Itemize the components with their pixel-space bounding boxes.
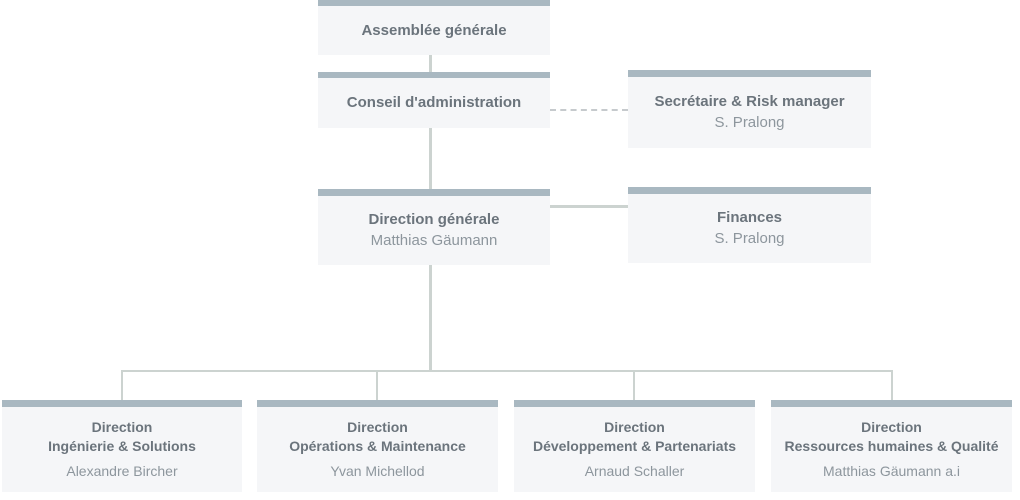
- node-title-line1: Direction: [861, 419, 922, 435]
- node-title-line1: Direction: [347, 419, 408, 435]
- org-node-assemblee-generale: Assemblée générale: [318, 0, 550, 55]
- node-title-line1: Direction: [604, 419, 665, 435]
- org-node-direction-ingenierie: Direction Ingénierie & Solutions Alexand…: [2, 400, 242, 492]
- node-person-name: Matthias Gäumann: [370, 232, 498, 249]
- connector-assemblee-conseil: [429, 55, 432, 72]
- node-title: Direction générale: [368, 211, 500, 228]
- node-top-bar: [257, 400, 498, 407]
- node-title-line2: Ingénierie & Solutions: [48, 438, 196, 454]
- node-person-name: Yvan Michellod: [330, 463, 425, 479]
- node-top-bar: [2, 400, 242, 407]
- connector-stub-rh: [891, 370, 893, 400]
- org-node-direction-developpement: Direction Développement & Partenariats A…: [514, 400, 755, 492]
- node-title-line1: Direction: [91, 419, 153, 435]
- node-person-name: S. Pralong: [714, 114, 785, 131]
- org-node-direction-rh: Direction Ressources humaines & Qualité …: [771, 400, 1012, 492]
- node-top-bar: [628, 187, 871, 194]
- org-node-direction-generale: Direction générale Matthias Gäumann: [318, 189, 550, 265]
- node-person-name: S. Pralong: [714, 230, 785, 247]
- connector-horizontal-bus: [121, 370, 893, 372]
- node-top-bar: [318, 189, 550, 196]
- org-node-finances: Finances S. Pralong: [628, 187, 871, 263]
- node-title-line2: Opérations & Maintenance: [289, 438, 466, 454]
- connector-conseil-secretaire-dashed: [550, 109, 628, 111]
- org-node-conseil-administration: Conseil d'administration: [318, 72, 550, 128]
- node-title: Assemblée générale: [361, 21, 507, 39]
- node-title: Finances: [716, 209, 783, 226]
- node-top-bar: [318, 72, 550, 78]
- org-node-secretaire-risk-manager: Secrétaire & Risk manager S. Pralong: [628, 70, 871, 148]
- node-person-name: Arnaud Schaller: [584, 463, 685, 479]
- connector-direction-generale-finances: [550, 205, 628, 208]
- connector-stub-developpement: [633, 370, 635, 400]
- node-person-name: Alexandre Bircher: [66, 463, 178, 479]
- connector-conseil-direction-generale: [429, 128, 432, 189]
- org-node-direction-operations: Direction Opérations & Maintenance Yvan …: [257, 400, 498, 492]
- node-top-bar: [514, 400, 755, 407]
- connector-stub-operations: [376, 370, 378, 400]
- node-top-bar: [771, 400, 1012, 407]
- node-top-bar: [628, 70, 871, 77]
- node-top-bar: [318, 0, 550, 6]
- node-person-name: Matthias Gäumann a.i: [823, 463, 960, 479]
- node-title: Conseil d'administration: [346, 94, 522, 111]
- connector-stub-ingenierie: [121, 370, 123, 400]
- node-title: Secrétaire & Risk manager: [654, 93, 845, 110]
- connector-direction-generale-down: [429, 265, 432, 372]
- node-title-line2: Développement & Partenariats: [532, 438, 737, 454]
- node-title-line2: Ressources humaines & Qualité: [784, 438, 999, 454]
